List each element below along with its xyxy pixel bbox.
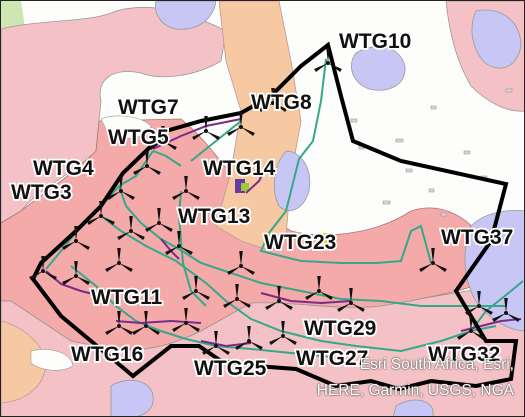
lavender-area [273, 150, 311, 211]
white-island [30, 349, 74, 371]
site-infrastructure [235, 179, 329, 243]
label-wtg16: WTG16 [71, 343, 143, 366]
green-cable [70, 265, 332, 358]
lavender-area [471, 9, 522, 69]
attribution-line: Esri South Africa, Esri, [359, 356, 514, 373]
lavender-area [351, 46, 406, 91]
purple-cable [115, 319, 202, 325]
label-wtg29: WTG29 [304, 317, 376, 340]
label-wtg11: WTG11 [91, 286, 163, 309]
label-wtg25: WTG25 [194, 357, 267, 380]
attribution-line: HERE, Garmin, USGS, NGA [316, 382, 514, 399]
purple-cable [260, 292, 352, 305]
lavender-area [154, 1, 217, 30]
turbine-labels: WTG10 WTG8 WTG7 WTG5 WTG4 WTG3 WTG14 WTG… [9, 28, 515, 382]
label-wtg23: WTG23 [264, 231, 336, 254]
green-cable [100, 215, 497, 353]
label-wtg10: WTG10 [339, 30, 411, 53]
purple-cable [152, 118, 242, 150]
label-wtg3: WTG3 [11, 181, 72, 204]
pink-area-left [1, 7, 227, 224]
label-wtg4: WTG4 [33, 157, 94, 180]
purple-cable [245, 172, 264, 194]
lavender-area [393, 399, 434, 416]
green-cable [177, 190, 207, 307]
label-wtg32: WTG32 [428, 343, 500, 366]
white-island [100, 115, 152, 139]
label-wtg8: WTG8 [251, 91, 312, 114]
label-wtg5: WTG5 [108, 126, 169, 149]
label-wtg7: WTG7 [118, 96, 179, 119]
label-wtg37: WTG37 [441, 226, 513, 249]
label-wtg13: WTG13 [178, 205, 250, 228]
small-lakes [350, 88, 513, 217]
wind-farm-boundary [30, 41, 519, 392]
label-wtg14: WTG14 [203, 157, 276, 180]
green-cable [259, 58, 432, 264]
green-cable [152, 150, 182, 167]
label-wtg27: WTG27 [296, 347, 368, 370]
green-cable [470, 280, 524, 332]
green-cable [190, 120, 242, 162]
map-attribution: Esri South Africa, Esri, HERE, Garmin, U… [264, 352, 514, 404]
lavender-area [110, 379, 154, 416]
